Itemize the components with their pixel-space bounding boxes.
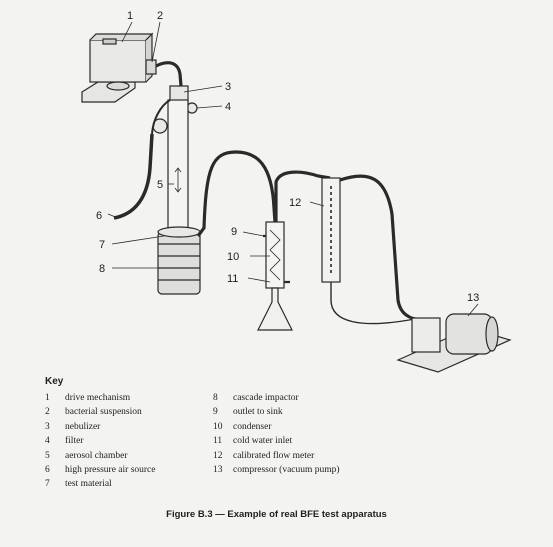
key-item: 4 filter (45, 434, 155, 448)
key-item-number: 12 (213, 450, 223, 461)
key-item-label: test material (65, 479, 112, 490)
key-item-number: 2 (45, 407, 50, 418)
key-item: 5 aerosol chamber (45, 449, 155, 463)
key-item-number: 7 (45, 479, 50, 490)
aerosol-chamber (167, 99, 189, 231)
key-item-number: 6 (45, 464, 50, 475)
key-item-number: 1 (45, 393, 50, 403)
key-item-label: bacterial suspension (65, 407, 142, 418)
key-item-number: 4 (45, 436, 50, 447)
bacterial-suspension-tube (155, 61, 183, 87)
key-item-number: 3 (45, 421, 50, 432)
key-item-label: calibrated flow meter (233, 450, 315, 461)
callout-1: 1 (127, 10, 133, 22)
key-item-number: 8 (213, 393, 218, 403)
key-item-number: 13 (213, 464, 223, 475)
key-item: 8 cascade impactor (213, 391, 340, 405)
key-item-label: aerosol chamber (65, 450, 128, 461)
drive-mechanism (81, 32, 157, 103)
key-item-number: 5 (45, 450, 50, 461)
callout-13: 13 (467, 292, 479, 304)
key-item: 6 high pressure air source (45, 463, 155, 477)
connecting-tube-2 (274, 170, 331, 222)
key-item: 10 condenser (213, 420, 340, 434)
key-item-label: outlet to sink (233, 407, 283, 418)
key-item: 7 test material (45, 477, 155, 491)
callout-11: 11 (227, 273, 238, 285)
callout-9: 9 (231, 226, 237, 238)
key-item-number: 10 (213, 421, 223, 432)
condenser (257, 221, 293, 331)
key-list-right: 8 cascade impactor 9 outlet to sink 10 cond… (213, 391, 340, 477)
callout-5: 5 (157, 179, 163, 191)
callout-12: 12 (289, 197, 301, 209)
flow-meter (321, 177, 341, 283)
key-list-left: 1 drive mechanism 2 bacterial suspension 3… (45, 391, 155, 492)
key-item: 11 cold water inlet (213, 434, 340, 448)
connecting-tube (196, 150, 277, 237)
key-item: 12 calibrated flow meter (213, 449, 340, 463)
key-item-label: cold water inlet (233, 436, 293, 447)
key-item: 2 bacterial suspension (45, 405, 155, 419)
compressor (396, 313, 512, 373)
apparatus-diagram: 1 2 3 4 5 6 7 8 9 10 11 12 13 (81, 10, 512, 373)
callout-7: 7 (99, 239, 105, 251)
key-title: Key (45, 376, 64, 387)
key-item-label: condenser (233, 421, 272, 432)
callout-4: 4 (225, 101, 231, 113)
air-source-tube (113, 133, 154, 220)
cascade-impactor (157, 226, 201, 295)
key-item-label: cascade impactor (233, 393, 299, 403)
key-item: 1 drive mechanism (45, 391, 155, 405)
key-item-label: high pressure air source (65, 464, 156, 475)
key-item: 3 nebulizer (45, 420, 155, 434)
callout-6: 6 (96, 210, 102, 222)
key-item-label: drive mechanism (65, 393, 131, 403)
callout-10: 10 (227, 251, 239, 263)
callout-8: 8 (99, 263, 105, 275)
key-item: 13 compressor (vacuum pump) (213, 463, 340, 477)
callout-3: 3 (225, 81, 231, 93)
connecting-tube-3 (339, 174, 425, 322)
figure-caption: Figure B.3 — Example of real BFE test ap… (166, 509, 387, 520)
key-item-number: 9 (213, 407, 218, 418)
key-item-label: filter (65, 436, 84, 447)
callout-2: 2 (157, 10, 163, 22)
key-item-label: nebulizer (65, 421, 101, 432)
key-item: 9 outlet to sink (213, 405, 340, 419)
key-item-label: compressor (vacuum pump) (233, 464, 340, 475)
key-item-number: 11 (213, 436, 223, 447)
